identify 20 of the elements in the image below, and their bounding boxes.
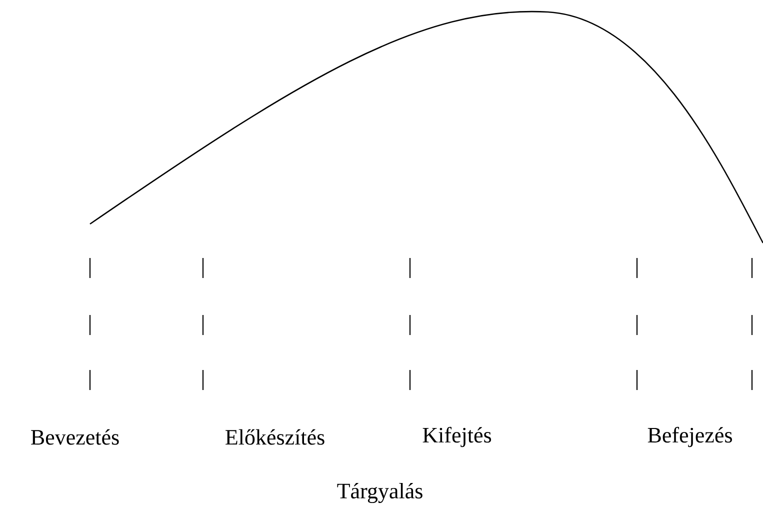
tick-mark: |	[89, 258, 91, 278]
tick-mark: |	[202, 315, 204, 336]
tick-mark: |	[409, 370, 411, 390]
tick-mark: |	[202, 258, 204, 278]
span-label: Tárgyalás	[337, 482, 422, 504]
tick-mark: |	[636, 370, 638, 390]
section-label: Bevezetés	[31, 429, 119, 445]
tick-mark: |	[636, 258, 638, 278]
section-label: Kifejtés	[422, 426, 492, 448]
tick-mark: |	[89, 370, 91, 390]
tick-mark: |	[751, 315, 753, 336]
section-label: Befejezés	[648, 426, 732, 448]
tick-mark: |	[751, 370, 753, 390]
tick-mark: |	[89, 315, 91, 336]
tick-mark: |	[636, 315, 638, 336]
section-label: Előkészítés	[226, 429, 324, 445]
tick-mark: |	[751, 258, 753, 278]
tick-mark: |	[409, 315, 411, 336]
tick-mark: |	[202, 370, 204, 390]
tick-mark: |	[409, 258, 411, 278]
